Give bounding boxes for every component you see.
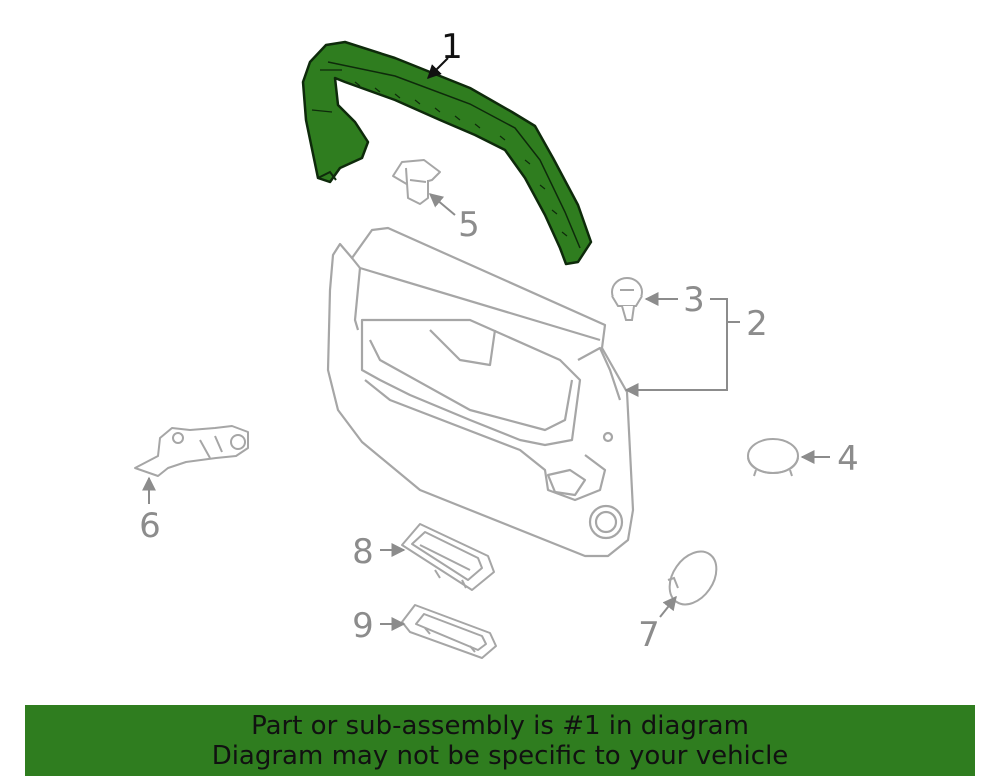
- part-6-bracket[interactable]: [134, 425, 249, 477]
- part-2-door-trim-panel[interactable]: [326, 226, 635, 558]
- callout-3: 3: [683, 280, 705, 320]
- leader-lines: [142, 57, 830, 631]
- part-3-push-clip[interactable]: [611, 277, 643, 321]
- callout-8: 8: [352, 532, 374, 572]
- part-4-cap[interactable]: [747, 438, 799, 477]
- banner-line-1: Part or sub-assembly is #1 in diagram: [251, 710, 749, 741]
- part-7-round-cover[interactable]: [660, 543, 726, 613]
- callout-4: 4: [837, 439, 859, 479]
- part-1-weatherstrip[interactable]: [301, 40, 593, 266]
- info-banner-bg: [25, 705, 975, 776]
- callout-1: 1: [441, 27, 463, 67]
- callout-9: 9: [352, 606, 374, 646]
- part-8-handle-bezel[interactable]: [401, 523, 495, 591]
- info-banner: Part or sub-assembly is #1 in diagram Di…: [25, 705, 975, 776]
- part-5-clip[interactable]: [392, 159, 441, 205]
- callout-7: 7: [638, 615, 660, 655]
- callout-6: 6: [139, 506, 161, 546]
- banner-line-2: Diagram may not be specific to your vehi…: [211, 740, 789, 771]
- callout-5: 5: [458, 205, 480, 245]
- callout-2: 2: [746, 304, 768, 344]
- part-9-bezel-frame[interactable]: [401, 604, 497, 659]
